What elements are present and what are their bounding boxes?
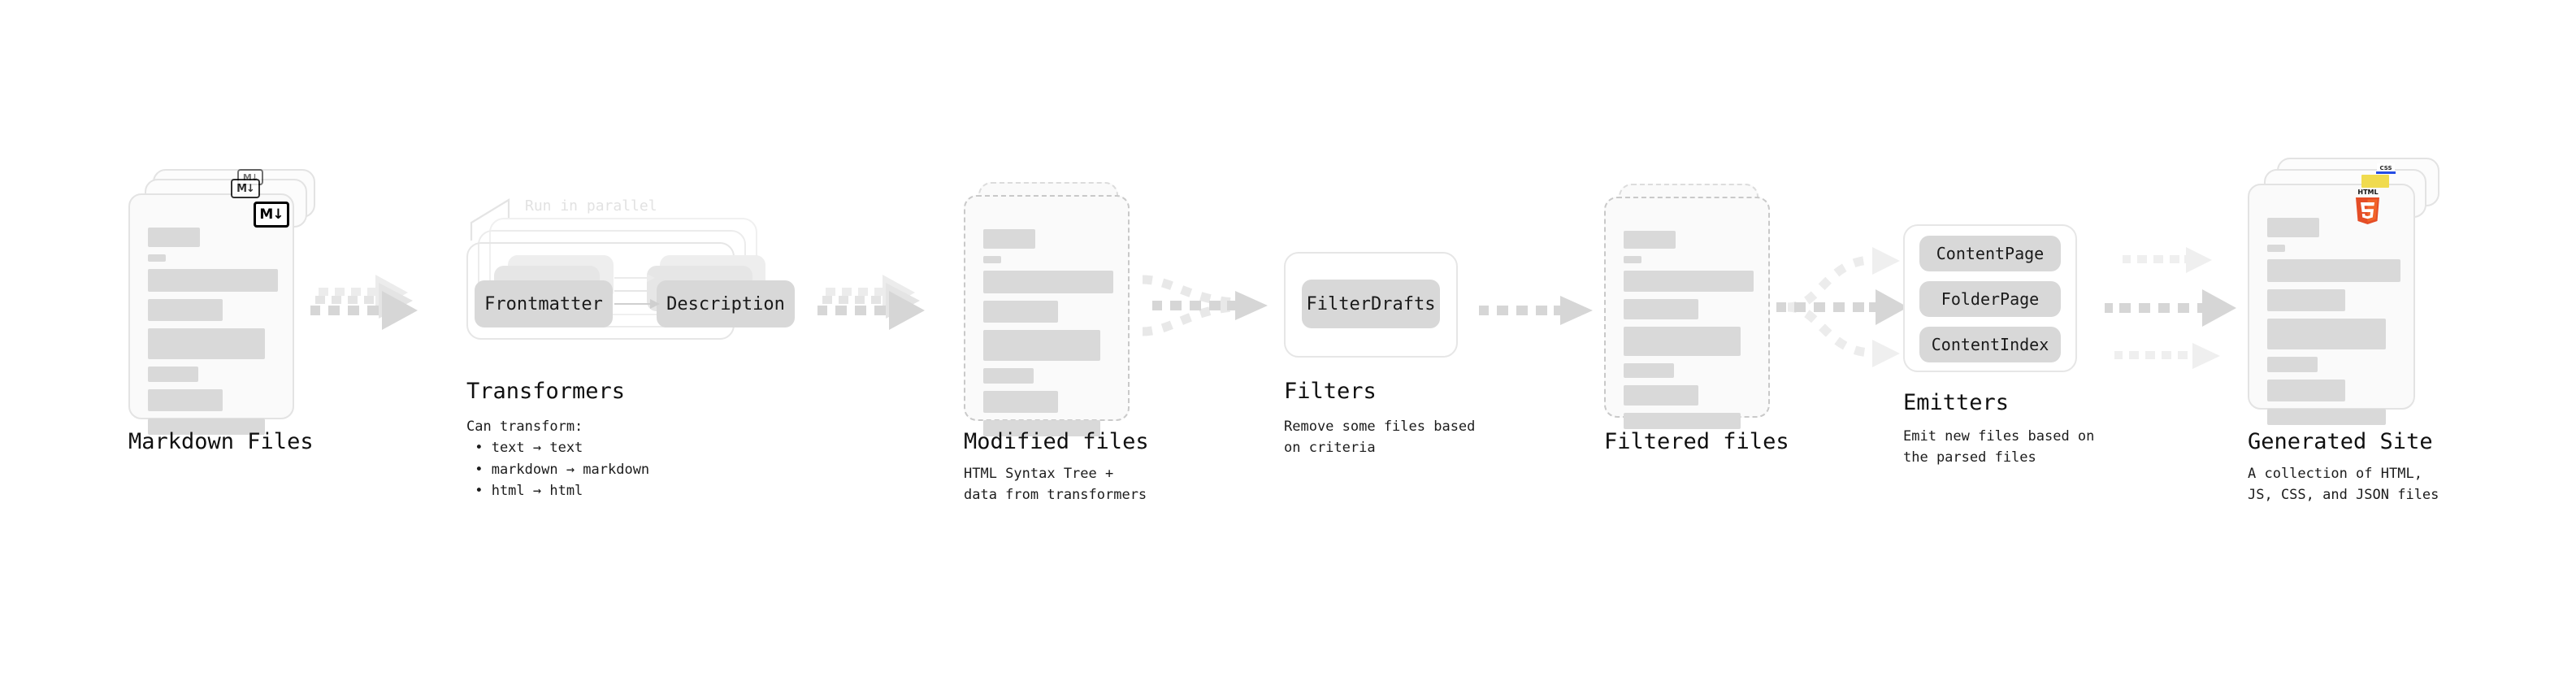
run-in-parallel-bracket (470, 198, 510, 241)
arrow-emitters-to-site (2105, 247, 2236, 369)
filtered-card-front (1604, 197, 1770, 429)
markdown-card-front (128, 193, 294, 435)
stage-sub-emitters: Emit new files based on the parsed files (1903, 428, 2095, 466)
markdown-card-bars (130, 195, 293, 435)
site-card-bars (2249, 185, 2413, 425)
stage-title-modified-files: Modified files (964, 429, 1149, 454)
stage-sub-generated-site: A collection of HTML, JS, CSS, and JSON … (2248, 466, 2439, 504)
emitter-pill-contentindex[interactable]: ContentIndex (1919, 327, 2061, 362)
transformer-pill-description[interactable]: Description (657, 280, 795, 327)
arrow-filtered-to-emitters (1776, 247, 1908, 367)
arrow-filters-to-filtered (1479, 296, 1593, 325)
js-icon (2361, 175, 2389, 188)
filtered-card-bars (1606, 198, 1768, 429)
site-card-front (2248, 184, 2415, 425)
modified-card-bars (965, 197, 1128, 436)
stage-title-filtered-files: Filtered files (1604, 429, 1789, 454)
stage-title-generated-site: Generated Site (2248, 429, 2433, 454)
run-in-parallel-label: Run in parallel (525, 197, 657, 215)
emitter-pill-folderpage[interactable]: FolderPage (1919, 281, 2061, 317)
svg-text:CSS: CSS (2379, 165, 2392, 171)
markdown-icon-back-1: M↓ (231, 179, 260, 198)
stage-title-filters: Filters (1284, 379, 1377, 404)
stage-sub-transformers: Can transform: • text → text • markdown … (466, 419, 650, 500)
emitter-pill-contentpage[interactable]: ContentPage (1919, 236, 2061, 271)
stage-title-transformers: Transformers (466, 379, 626, 404)
markdown-icon: M↓ (254, 202, 289, 228)
html5-icon: HTML (2356, 189, 2379, 224)
arrow-transformers-to-modified (817, 275, 925, 330)
stage-sub-modified-files: HTML Syntax Tree + data from transformer… (964, 466, 1147, 504)
transformer-inner-arrows (614, 274, 660, 309)
svg-text:HTML: HTML (2357, 189, 2378, 196)
stage-title-markdown-files: Markdown Files (128, 429, 314, 454)
modified-card-front (964, 195, 1130, 436)
arrow-modified-to-filters (1142, 275, 1268, 336)
transformer-pill-frontmatter[interactable]: Frontmatter (475, 280, 613, 327)
stage-title-emitters: Emitters (1903, 390, 2010, 415)
stage-sub-filters: Remove some files based on criteria (1284, 419, 1476, 457)
arrow-markdown-to-transformers (310, 275, 418, 330)
filter-pill-filterdrafts[interactable]: FilterDrafts (1302, 280, 1440, 328)
css-icon: CSS (2376, 163, 2396, 174)
